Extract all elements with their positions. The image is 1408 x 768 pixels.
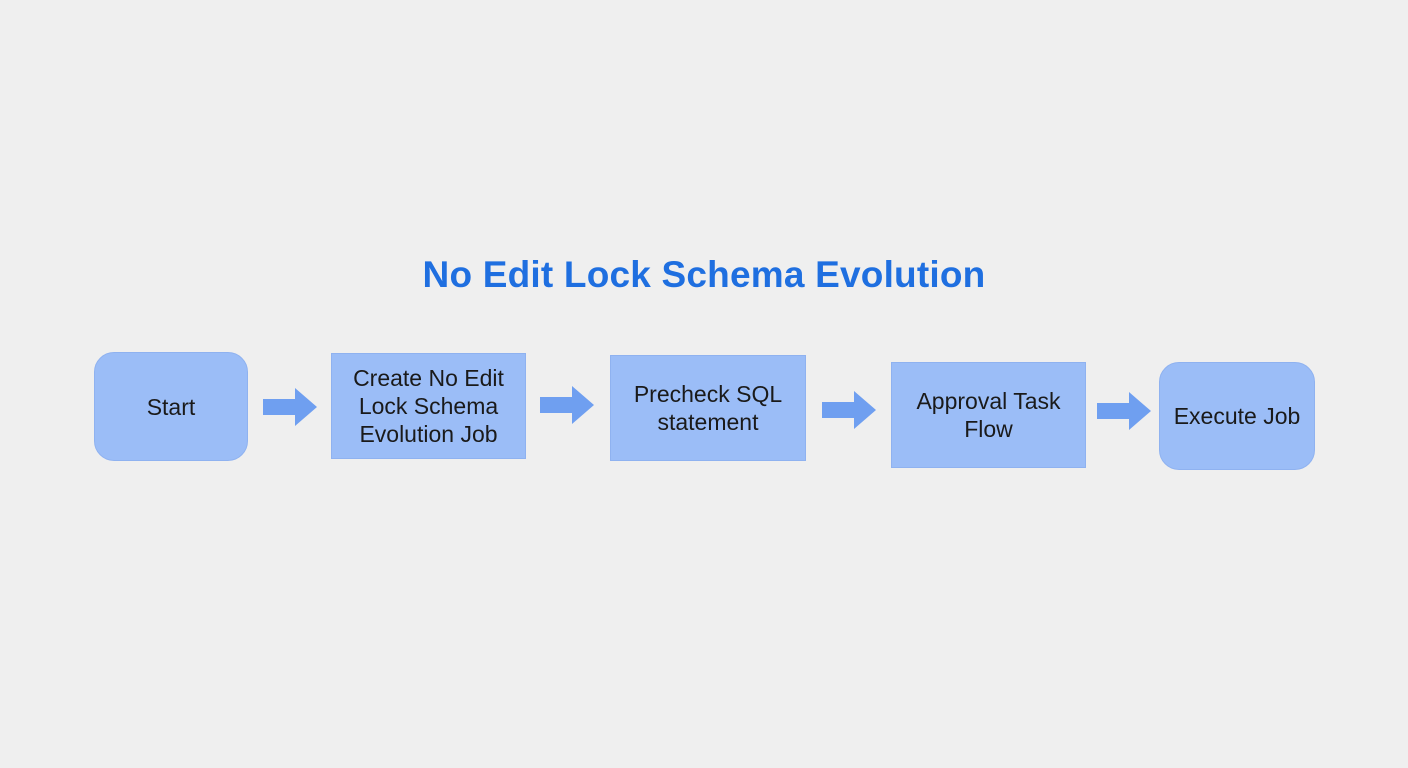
- node-approval-flow: Approval Task Flow: [891, 362, 1086, 468]
- node-create-job-label: Create No Edit Lock Schema Evolution Job: [353, 365, 504, 447]
- arrow-right-icon: [1097, 392, 1151, 430]
- node-start-label: Start: [146, 393, 196, 420]
- node-create-job: Create No Edit Lock Schema Evolution Job: [331, 353, 526, 459]
- node-execute-job: Execute Job: [1159, 362, 1315, 470]
- arrow-right-icon: [540, 386, 594, 424]
- node-approval-flow-label: Approval Task Flow: [916, 388, 1061, 442]
- node-precheck-sql-label: Precheck SQL statement: [633, 381, 783, 435]
- diagram-title: No Edit Lock Schema Evolution: [422, 254, 986, 295]
- arrow-right-icon: [263, 388, 317, 426]
- node-start: Start: [94, 352, 248, 461]
- node-precheck-sql: Precheck SQL statement: [610, 355, 806, 461]
- arrow-right-icon: [822, 391, 876, 429]
- node-execute-job-label: Execute Job: [1173, 403, 1301, 429]
